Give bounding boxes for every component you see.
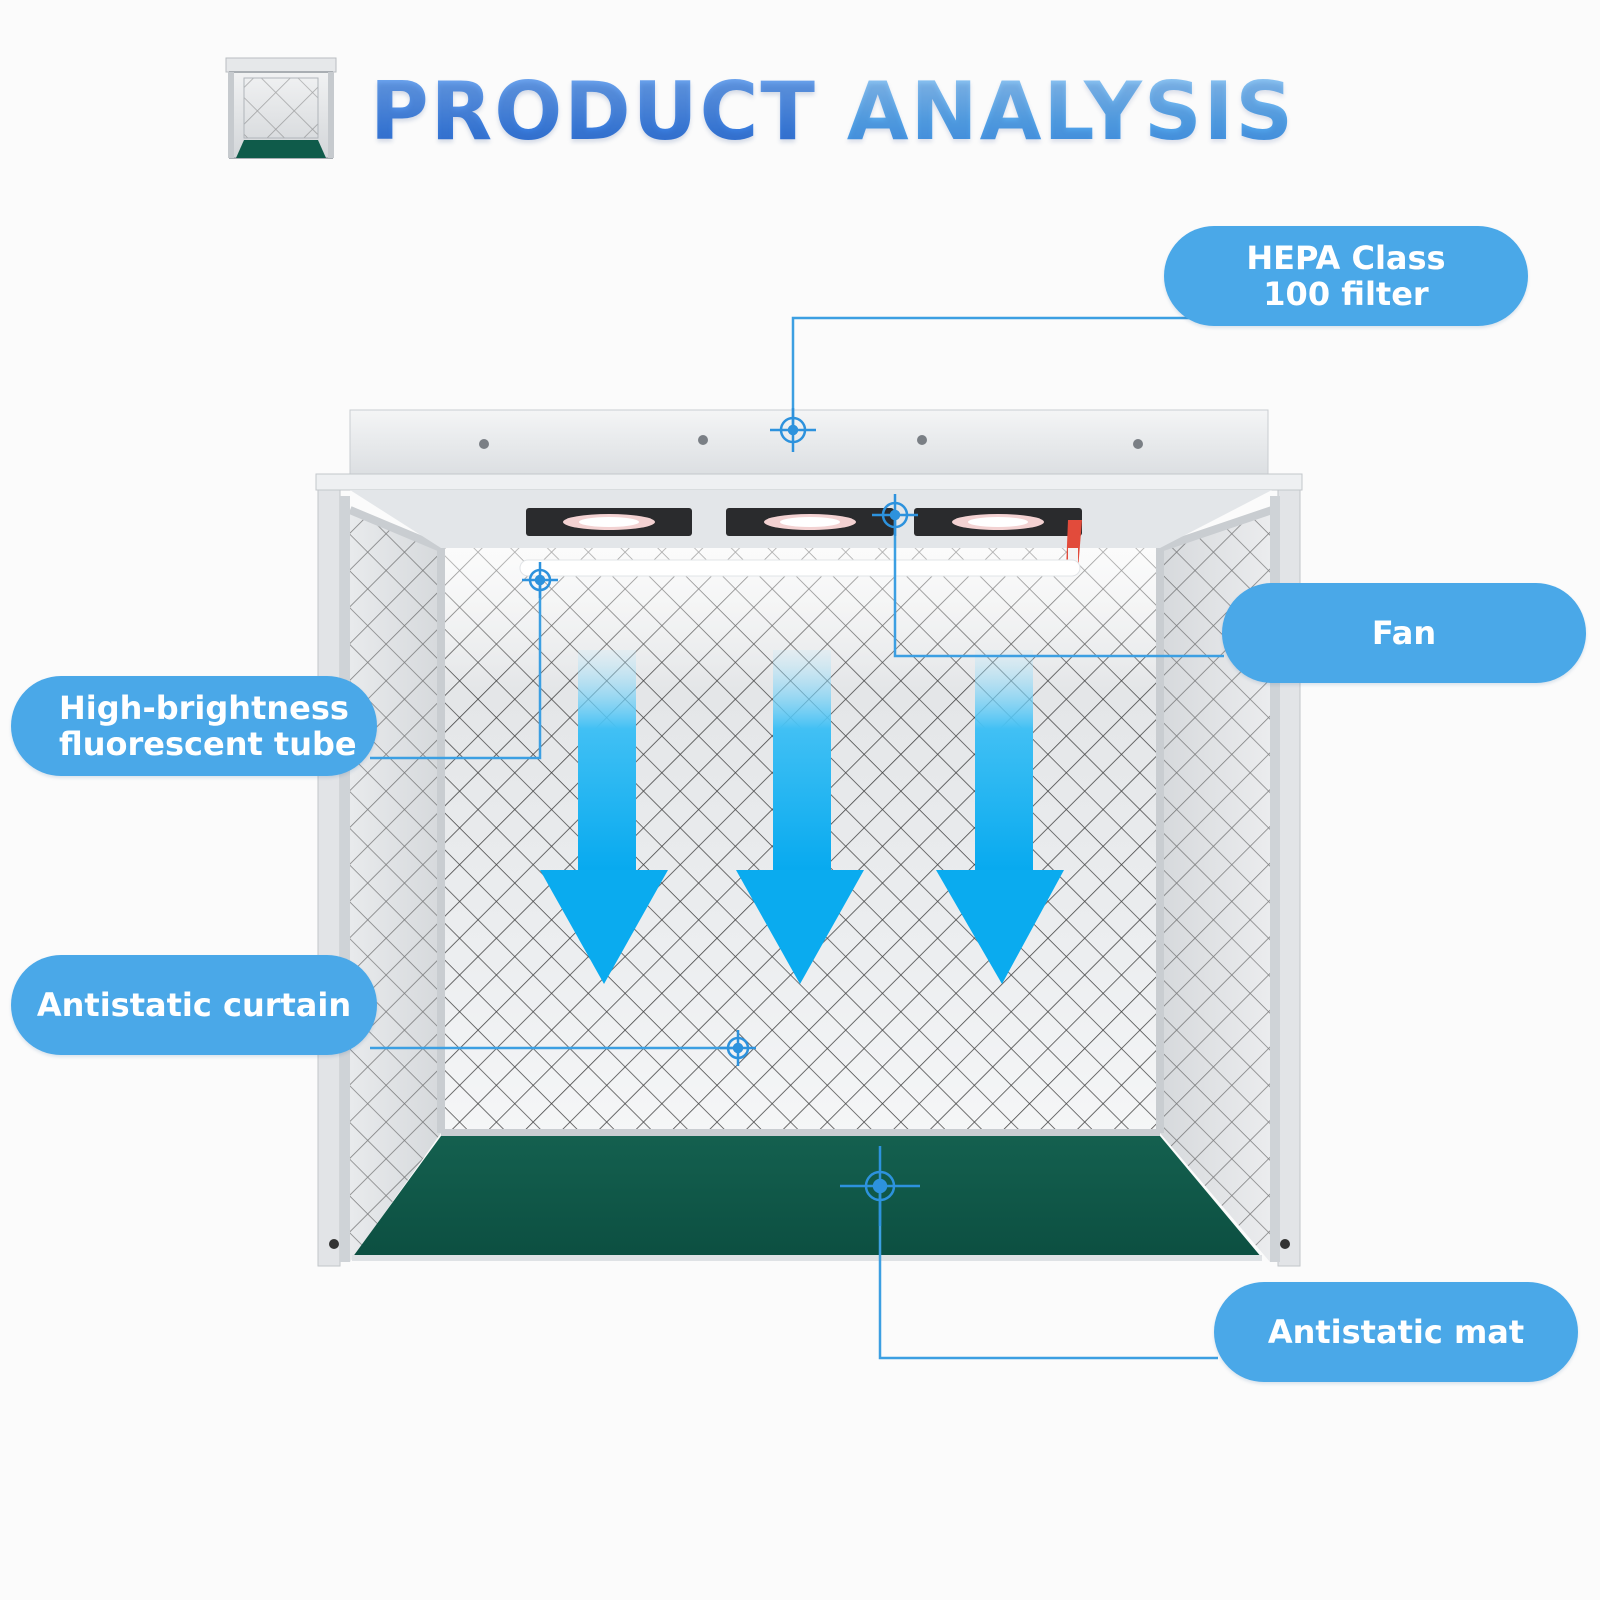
callout-curtain-label: Antistatic curtain bbox=[36, 986, 352, 1024]
inner-frame bbox=[348, 506, 1274, 1137]
callout-tube-label: High-brightness fluorescent tube bbox=[59, 689, 357, 763]
fluorescent-tube bbox=[519, 559, 1081, 577]
airflow-arrow-icon bbox=[540, 650, 668, 984]
airflow-arrows bbox=[540, 650, 1064, 984]
callout-fluorescent-tube: High-brightness fluorescent tube bbox=[11, 676, 377, 776]
callout-antistatic-curtain: Antistatic curtain bbox=[11, 955, 377, 1055]
target-marker-icon bbox=[720, 1030, 756, 1066]
right-side-curtain bbox=[1160, 512, 1270, 1262]
antistatic-mat bbox=[352, 1136, 1262, 1258]
callout-fan-label: Fan bbox=[1371, 614, 1437, 652]
fan-icon bbox=[526, 508, 692, 536]
callout-mat-label: Antistatic mat bbox=[1267, 1313, 1525, 1351]
thumbnail-cabinet-icon bbox=[225, 57, 337, 159]
fan-icon bbox=[914, 508, 1082, 536]
callout-antistatic-mat: Antistatic mat bbox=[1214, 1282, 1578, 1382]
fan-icon bbox=[726, 508, 894, 536]
left-side-curtain bbox=[350, 512, 441, 1262]
callout-fan: Fan bbox=[1222, 583, 1586, 683]
target-marker-icon bbox=[840, 1146, 920, 1226]
page-title: PRODUCT ANALYSIS bbox=[370, 62, 1295, 162]
airflow-arrow-icon bbox=[736, 650, 864, 984]
title-word-product: PRODUCT bbox=[370, 65, 817, 158]
leader-lines bbox=[370, 316, 1224, 1360]
target-marker-icon bbox=[770, 408, 816, 452]
callout-hepa-filter: HEPA Class 100 filter bbox=[1164, 226, 1528, 326]
title-word-analysis: ANALYSIS bbox=[846, 65, 1295, 158]
target-marker-icon bbox=[522, 562, 558, 598]
target-marker-icon bbox=[872, 494, 918, 536]
callout-hepa-label: HEPA Class 100 filter bbox=[1246, 239, 1446, 313]
airflow-arrow-icon bbox=[936, 650, 1064, 984]
fan-row bbox=[526, 508, 1082, 572]
